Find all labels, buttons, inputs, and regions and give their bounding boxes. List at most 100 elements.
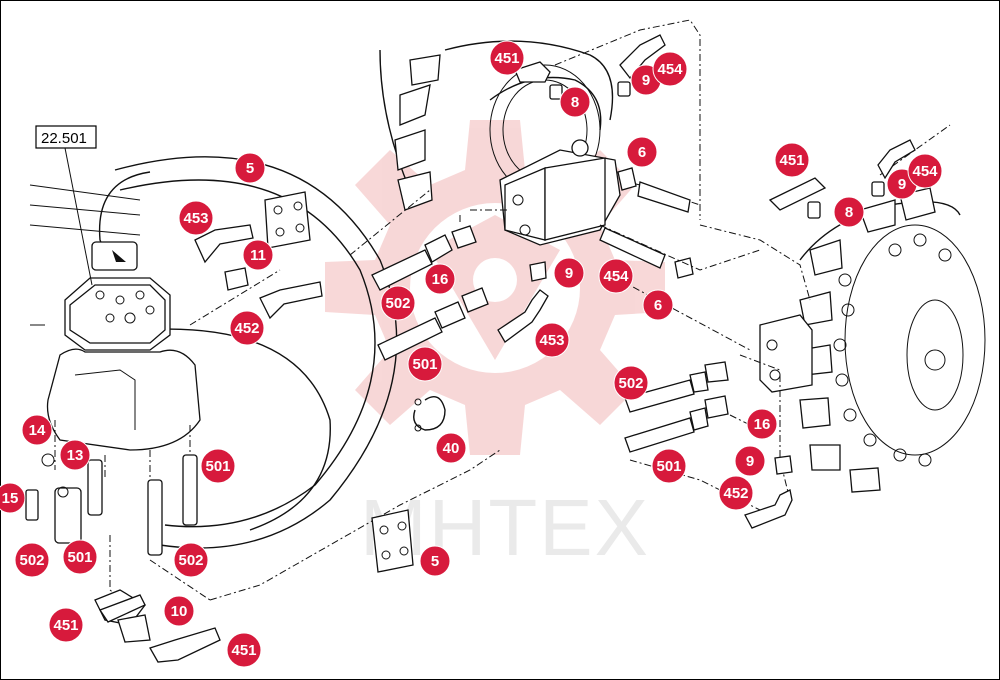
callout-14: 14	[21, 414, 53, 446]
callout-label: 5	[431, 553, 439, 570]
callout-label: 501	[67, 549, 92, 566]
callout-453: 453	[178, 200, 214, 236]
callout-label: 452	[723, 485, 748, 502]
callout-badge	[200, 448, 236, 484]
callout-label: 16	[754, 416, 771, 433]
callout-badge	[48, 607, 84, 643]
callout-454: 454	[907, 153, 943, 189]
callout-badge	[173, 542, 209, 578]
callout-label: 9	[746, 453, 754, 470]
callout-502: 502	[380, 285, 416, 321]
callout-501: 501	[200, 448, 236, 484]
callout-label: 502	[19, 552, 44, 569]
callout-label: 40	[443, 440, 460, 457]
callout-16: 16	[424, 263, 456, 295]
callout-label: 451	[231, 642, 256, 659]
callout-label: 502	[178, 552, 203, 569]
callout-badge	[489, 40, 525, 76]
callout-label: 16	[432, 271, 449, 288]
callout-badge	[598, 258, 634, 294]
callout-label: 453	[183, 210, 208, 227]
callout-5: 5	[419, 545, 451, 577]
callout-badge	[234, 152, 266, 184]
callout-badge	[0, 482, 26, 514]
callout-6: 6	[642, 289, 674, 321]
callout-label: 9	[565, 265, 573, 282]
callout-badge	[553, 257, 585, 289]
callout-454: 454	[652, 51, 688, 87]
callout-452: 452	[229, 310, 265, 346]
callout-badge	[14, 542, 50, 578]
callout-badge	[774, 142, 810, 178]
callout-badge	[718, 475, 754, 511]
reference-box: 22.501	[35, 125, 97, 286]
right-motor-assembly	[209, 124, 986, 601]
callout-451: 451	[226, 632, 262, 668]
callout-label: 454	[912, 163, 938, 180]
callout-label: 8	[845, 204, 853, 221]
callout-badge	[651, 448, 687, 484]
clamp-plate-lower	[371, 509, 414, 573]
callout-label: 9	[642, 72, 650, 89]
callout-9: 9	[734, 445, 766, 477]
callout-label: 6	[654, 297, 662, 314]
callout-badge	[242, 239, 274, 271]
callout-label: 453	[539, 332, 564, 349]
callout-label: 501	[656, 458, 681, 475]
valve-block-assembly	[349, 19, 761, 361]
callout-badge	[746, 408, 778, 440]
callout-label: 14	[29, 422, 46, 439]
callout-badge	[407, 346, 443, 382]
callout-label: 10	[171, 603, 188, 620]
callout-8: 8	[833, 196, 865, 228]
callout-label: 502	[385, 295, 410, 312]
callout-13: 13	[59, 439, 91, 471]
callout-badge	[626, 136, 658, 168]
callout-502: 502	[173, 542, 209, 578]
callout-label: 11	[250, 247, 266, 264]
callout-40: 40	[435, 432, 467, 464]
callout-label: 8	[571, 94, 579, 111]
callout-label: 451	[53, 617, 78, 634]
callout-badge	[652, 51, 688, 87]
callout-badge	[534, 322, 570, 358]
callout-label: 13	[67, 447, 84, 464]
callout-453: 453	[534, 322, 570, 358]
callout-501: 501	[62, 539, 98, 575]
callout-501: 501	[407, 346, 443, 382]
callout-badge	[424, 263, 456, 295]
callout-badge	[833, 196, 865, 228]
callout-layer: 451 8 9 454 6 5 453 11 452 16 502 501 9 454 6 453 451 9 45…	[0, 40, 943, 668]
callout-451: 451	[774, 142, 810, 178]
callout-label: 454	[657, 61, 683, 78]
callout-15: 15	[0, 482, 26, 514]
callout-label: 6	[638, 144, 646, 161]
callout-badge	[178, 200, 214, 236]
callout-label: 5	[246, 160, 254, 177]
callout-badge	[59, 439, 91, 471]
callout-8: 8	[559, 86, 591, 118]
callout-badge	[419, 545, 451, 577]
callout-badge	[734, 445, 766, 477]
callout-502: 502	[613, 365, 649, 401]
reference-label: 22.501	[41, 130, 87, 147]
callout-badge	[907, 153, 943, 189]
callout-5: 5	[234, 152, 266, 184]
callout-badge	[380, 285, 416, 321]
callout-badge	[21, 414, 53, 446]
callout-badge	[435, 432, 467, 464]
clamp-plate-upper	[194, 191, 323, 320]
callout-label: 501	[205, 458, 230, 475]
callout-badge	[226, 632, 262, 668]
callout-11: 11	[242, 239, 274, 271]
callout-badge	[229, 310, 265, 346]
callout-9: 9	[553, 257, 585, 289]
callout-label: 452	[234, 320, 259, 337]
callout-badge	[62, 539, 98, 575]
callout-10: 10	[163, 595, 195, 627]
callout-label: 15	[2, 490, 19, 507]
callout-badge	[613, 365, 649, 401]
callout-badge	[559, 86, 591, 118]
